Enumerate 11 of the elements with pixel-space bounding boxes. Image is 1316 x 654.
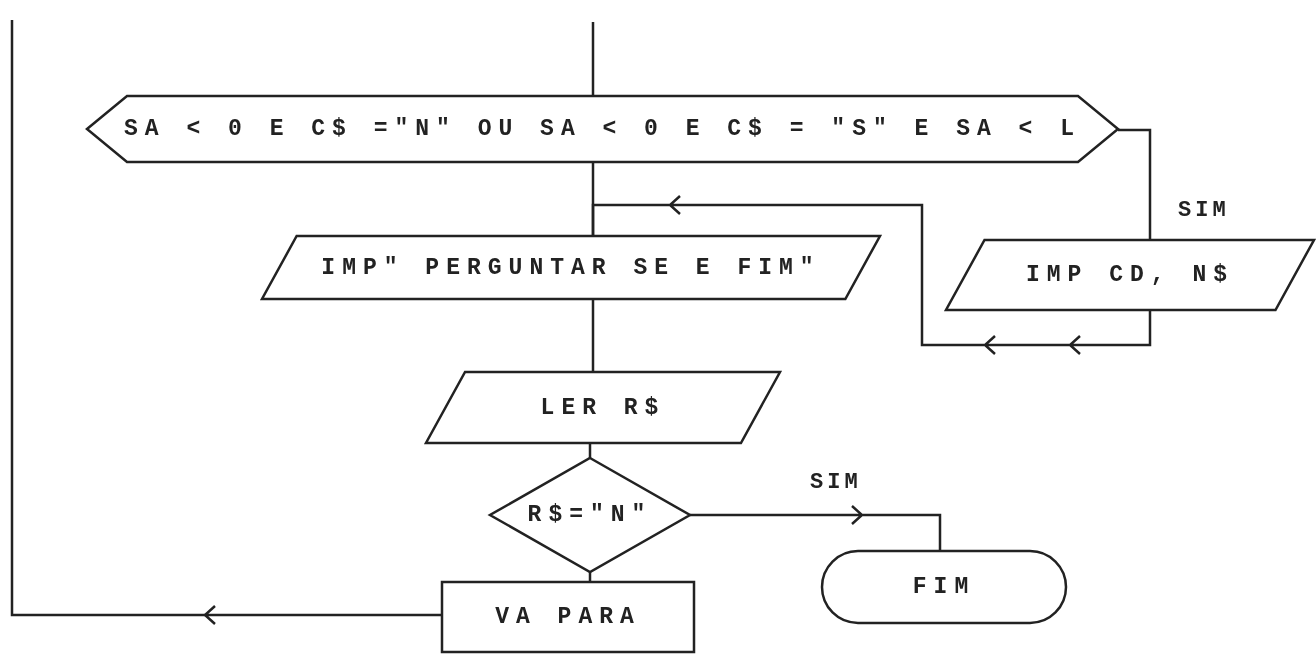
connector-line (1118, 128, 1152, 240)
process-box: VA PARA (442, 582, 694, 652)
decision-box: SA < 0 E C$ ="N" OU SA < 0 E C$ = "S" E SA < L (87, 96, 1118, 162)
decision-diamond: R$="N" (490, 458, 690, 572)
terminal-box: FIM (822, 551, 1066, 623)
input-output-parallelogram: IMP CD, N$ (946, 240, 1314, 310)
input-output-parallelogram: LER R$ (426, 372, 780, 443)
connector-line (591, 22, 595, 96)
connector-line (591, 299, 595, 372)
arrow (591, 194, 1152, 356)
input-output-parallelogram: IMP" PERGUNTAR SE E FIM" (262, 236, 880, 299)
